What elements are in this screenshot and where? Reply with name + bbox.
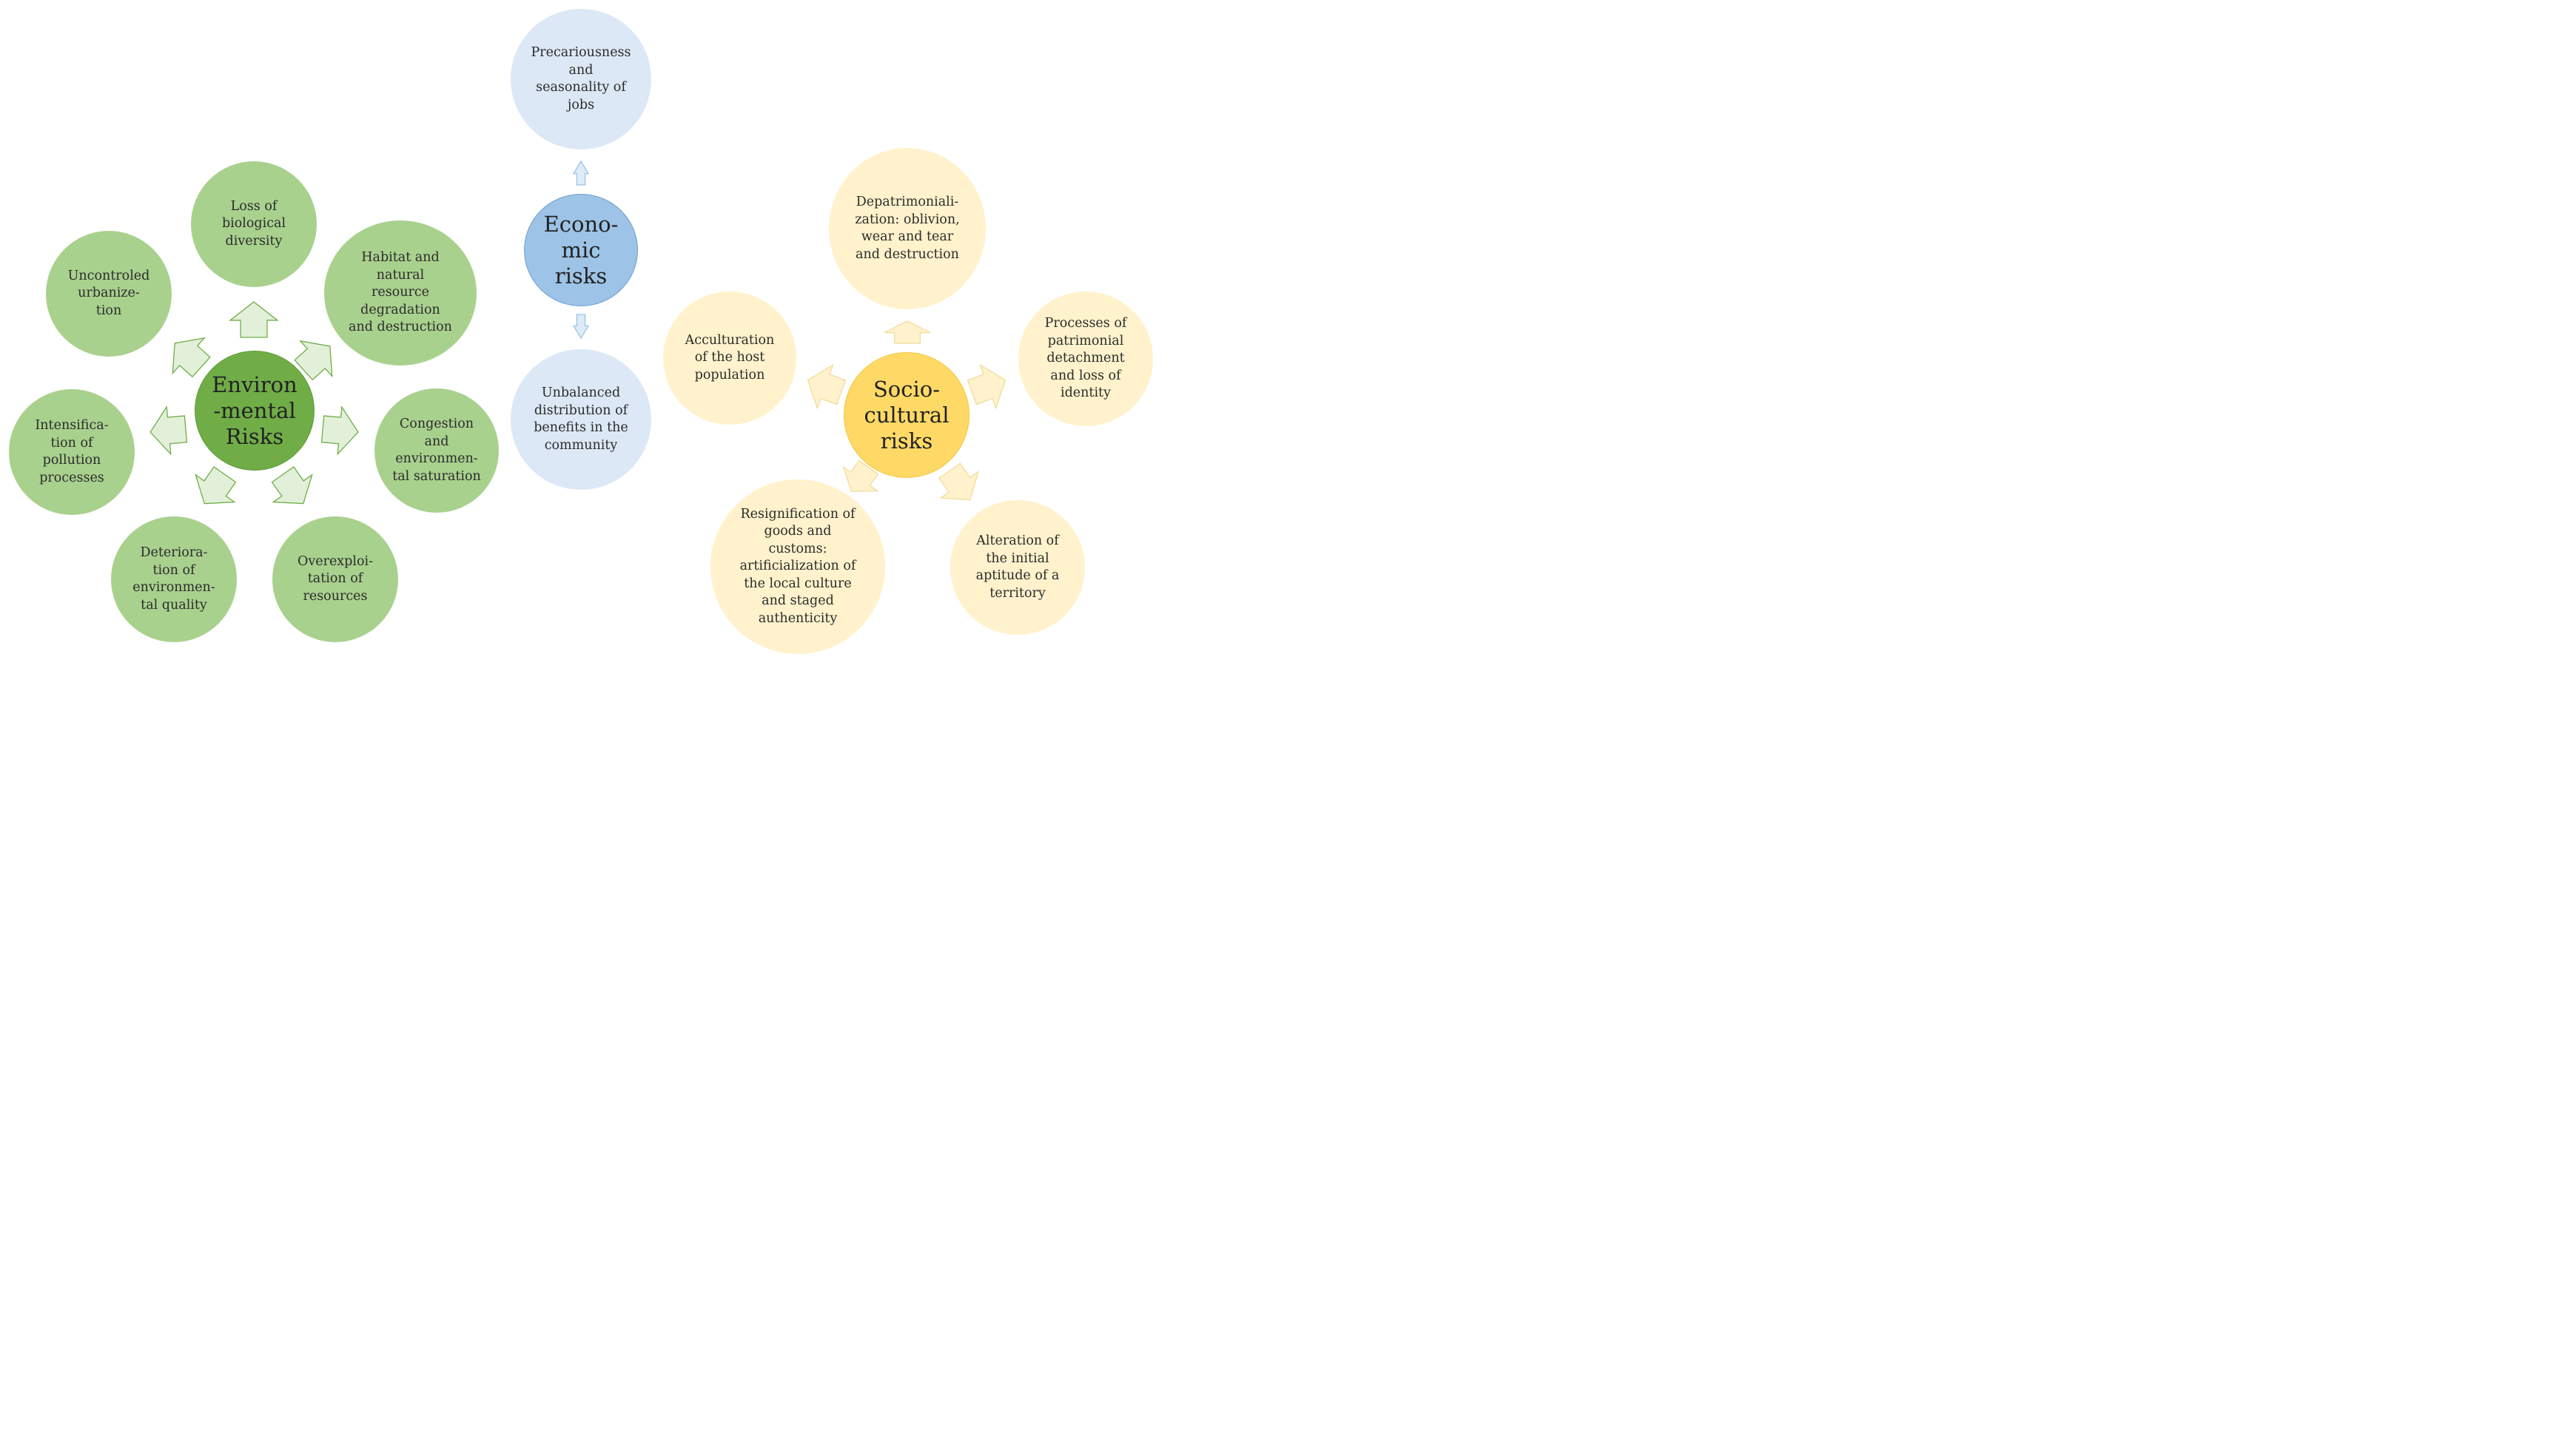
environmental-risk-label: Loss of biological diversity [221,198,286,249]
environmental-risk-label: Habitat and natural resource degradation… [349,250,452,335]
sociocultural-risk-depatrimonialization: Depatrimoniali- zation: oblivion, wear a… [829,148,986,309]
arrow-to-acculturation [807,363,847,410]
arrow-to-depatrimonialization [884,320,931,344]
environmental-risks-title: Environ -mental Risks [212,371,298,449]
sociocultural-risk-label: Depatrimoniali- zation: oblivion, wear a… [855,195,960,262]
arrow-to-urbanization [172,337,211,378]
sociocultural-risk-label: Resignification of goods and customs: ar… [739,506,856,626]
arrow-layer [149,160,1007,505]
sociocultural-risk-resignification: Resignification of goods and customs: ar… [710,479,885,654]
environmental-risk-label: Congestion and environmen- tal saturatio… [392,417,481,484]
environmental-risk-label: Intensifica- tion of pollution processes [35,418,109,485]
arrow-to-overexploitation [271,466,313,505]
sociocultural-risk-territory-aptitude: Alteration of the initial aptitude of a … [950,500,1085,635]
arrow-to-pollution [149,405,188,456]
economic-risk-label: Unbalanced distribution of benefits in t… [534,385,628,453]
economic-risk-unbalanced-distribution: Unbalanced distribution of benefits in t… [511,349,651,490]
sociocultural-risks-hub: Socio- cultural risks [844,352,969,478]
arrow-to-job-precariousness [572,160,590,186]
sociocultural-risk-identity-loss: Processes of patrimonial detachment and … [1018,291,1153,426]
environmental-risk-habitat-degradation: Habitat and natural resource degradation… [324,220,477,365]
environmental-risk-pollution: Intensifica- tion of pollution processes [9,389,135,515]
sociocultural-risk-label: Alteration of the initial aptitude of a … [975,533,1060,601]
arrow-to-territory-aptitude [938,462,979,501]
environmental-risk-overexploitation: Overexploi- tation of resources [272,516,398,642]
arrow-to-habitat-degradation [294,340,333,381]
arrow-to-biodiversity-loss [229,301,279,338]
sociocultural-risks-title: Socio- cultural risks [864,376,950,454]
economic-risk-label: Precariousness and seasonality of jobs [531,45,631,112]
arrow-to-identity-loss [967,363,1007,410]
arrow-to-quality-deterioration [195,466,237,505]
environmental-risk-biodiversity-loss: Loss of biological diversity [191,161,317,287]
arrow-to-unbalanced-distribution [572,314,590,340]
sociocultural-risk-label: Acculturation of the host population [685,332,775,382]
environmental-risk-label: Deteriora- tion of environmen- tal quali… [132,545,215,613]
economic-risks-title: Econo- mic risks [543,211,619,289]
environmental-risk-label: Overexploi- tation of resources [297,553,374,604]
economic-risks-hub: Econo- mic risks [524,194,638,306]
environmental-risk-label: Uncontroled urbanize- tion [67,268,150,318]
arrow-to-congestion [320,405,359,456]
environmental-risk-urbanization: Uncontroled urbanize- tion [46,231,172,357]
risk-diagram: Loss of biological diversity Habitat and… [0,0,1160,661]
environmental-risk-congestion: Congestion and environmen- tal saturatio… [374,388,499,513]
sociocultural-risk-acculturation: Acculturation of the host population [663,291,796,425]
sociocultural-risk-label: Processes of patrimonial detachment and … [1044,316,1127,401]
environmental-risks-hub: Environ -mental Risks [195,351,315,471]
arrow-to-resignification [842,459,879,493]
environmental-risk-quality-deterioration: Deteriora- tion of environmen- tal quali… [111,516,237,642]
economic-risk-job-precariousness: Precariousness and seasonality of jobs [511,9,651,149]
